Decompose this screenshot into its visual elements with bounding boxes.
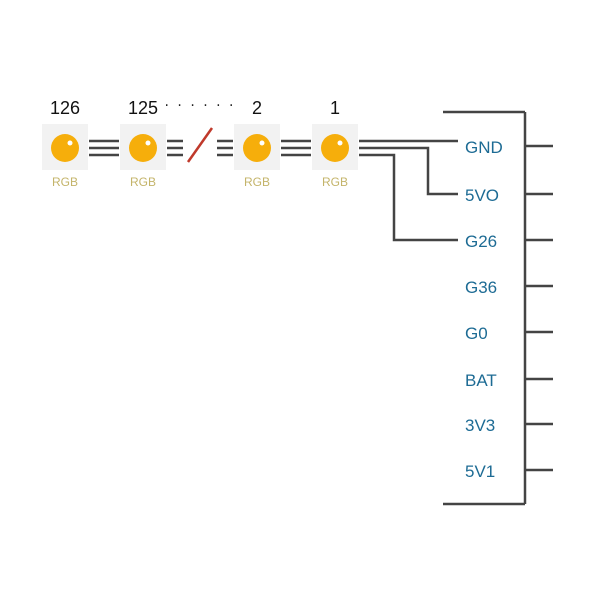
pin-g36: G36 [465,278,553,297]
led-rgb-label: RGB [52,175,78,189]
led-connector-stub [167,139,183,157]
led-1: 1 RGB [312,98,358,189]
pin-label: 5VO [465,186,499,205]
pin-label: G26 [465,232,497,251]
led-rgb-label: RGB [322,175,348,189]
pin-label: GND [465,138,503,157]
wire-g26 [359,153,458,242]
led-highlight [259,140,265,146]
led-index-label: 126 [50,98,80,118]
pin-g26: G26 [465,232,553,251]
pin-g0: G0 [465,324,553,343]
wire-5vo [359,146,458,196]
led-index-label: 1 [330,98,340,118]
pin-label: 5V1 [465,462,495,481]
led-2: 2 RGB [234,98,280,189]
led-bulb-icon [243,134,271,162]
pin-bat: BAT [465,371,553,390]
led-highlight [67,140,73,146]
pin-5vo: 5VO [465,186,553,205]
pin-label: G0 [465,324,488,343]
led-bulb-icon [51,134,79,162]
led-126: 126 RGB [42,98,88,189]
pin-label: G36 [465,278,497,297]
led-125: 125 RGB [120,98,166,189]
led-connector [281,139,311,157]
led-bulb-icon [129,134,157,162]
led-connector [89,139,119,157]
controller-module [443,110,527,506]
led-bulb-icon [321,134,349,162]
chain-break-mark [186,127,214,163]
chain-ellipsis: · · · · · · [165,98,236,114]
led-index-label: 2 [252,98,262,118]
led-rgb-label: RGB [244,175,270,189]
led-connector-stub [217,139,233,157]
led-rgb-label: RGB [130,175,156,189]
led-highlight [337,140,343,146]
led-highlight [145,140,151,146]
pin-5v1: 5V1 [465,462,553,481]
pin-gnd: GND [465,138,553,157]
pin-label: BAT [465,371,497,390]
pin-label: 3V3 [465,416,495,435]
pin-3v3: 3V3 [465,416,553,435]
led-index-label: 125 [128,98,158,118]
